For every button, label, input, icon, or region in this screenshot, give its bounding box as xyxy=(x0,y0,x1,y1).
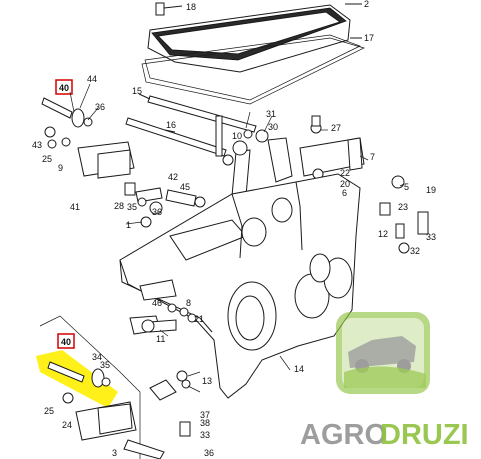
callout-41: 41 xyxy=(70,202,80,212)
callout-36-lower: 36 xyxy=(204,448,214,458)
callout-34: 34 xyxy=(92,352,102,362)
callout-25-lower: 25 xyxy=(44,406,54,416)
callout-18: 18 xyxy=(186,2,196,12)
bolts-washers xyxy=(141,303,197,401)
callout-11: 11 xyxy=(156,334,165,344)
callout-23: 23 xyxy=(398,202,408,212)
callout-40-lower: 40 xyxy=(61,337,71,347)
lever-assembly xyxy=(215,115,322,197)
callout-30: 30 xyxy=(268,122,278,132)
callout-40-upper: 40 xyxy=(59,83,69,93)
callout-17: 17 xyxy=(364,33,374,43)
callout-25: 25 xyxy=(42,154,52,164)
top-cover xyxy=(141,2,365,105)
callout-13: 13 xyxy=(202,376,212,386)
callout-2: 2 xyxy=(364,0,369,9)
callout-10: 10 xyxy=(232,131,242,141)
callout-31: 31 xyxy=(266,109,276,119)
spring-pin-parts xyxy=(124,182,206,228)
callout-8: 8 xyxy=(186,298,191,308)
callout-19: 19 xyxy=(426,185,436,195)
callout-labels: 18 2 17 40 44 36 15 16 31 27 43 25 9 10 … xyxy=(32,0,436,458)
callout-33: 33 xyxy=(426,232,436,242)
callout-5: 5 xyxy=(404,182,409,192)
watermark-logo xyxy=(336,312,430,394)
callout-22: 22 xyxy=(340,168,350,178)
callout-6: 6 xyxy=(342,188,347,198)
callout-35-mid: 35 xyxy=(127,202,137,212)
upper-box-40 xyxy=(55,79,73,95)
callout-24: 24 xyxy=(62,420,72,430)
lower-box-40 xyxy=(57,333,75,349)
watermark-prefix: AGRO xyxy=(300,419,387,451)
callout-12: 12 xyxy=(378,229,388,239)
callout-46: 46 xyxy=(152,298,162,308)
callout-7: 7 xyxy=(370,152,375,162)
callout-42: 42 xyxy=(168,172,178,182)
callout-15: 15 xyxy=(132,86,142,96)
callout-27: 27 xyxy=(331,123,341,133)
callout-36: 36 xyxy=(95,102,105,112)
callout-36-mid: 36 xyxy=(152,207,162,217)
callout-28: 28 xyxy=(114,201,124,211)
callout-9: 9 xyxy=(58,163,63,173)
callout-44: 44 xyxy=(87,74,97,84)
leader-lines xyxy=(69,83,405,393)
callout-33-lower: 33 xyxy=(200,430,210,440)
callout-43: 43 xyxy=(32,140,42,150)
callout-35-lower: 35 xyxy=(100,360,110,370)
callout-1: 1 xyxy=(126,220,131,230)
callout-32: 32 xyxy=(410,246,420,256)
callout-37: 37 xyxy=(200,410,210,420)
main-housing xyxy=(119,173,361,399)
lower-left-linkage xyxy=(39,315,191,459)
upper-left-linkage xyxy=(41,79,135,179)
callout-20: 20 xyxy=(340,179,350,189)
callout-45: 45 xyxy=(180,182,190,192)
callout-21-upper: 21 xyxy=(194,314,204,324)
callout-16: 16 xyxy=(166,120,176,130)
watermark-suffix: DRUZI xyxy=(380,419,469,451)
callout-3: 3 xyxy=(112,448,117,458)
callout-14: 14 xyxy=(294,364,304,374)
callout-38: 38 xyxy=(200,418,210,428)
